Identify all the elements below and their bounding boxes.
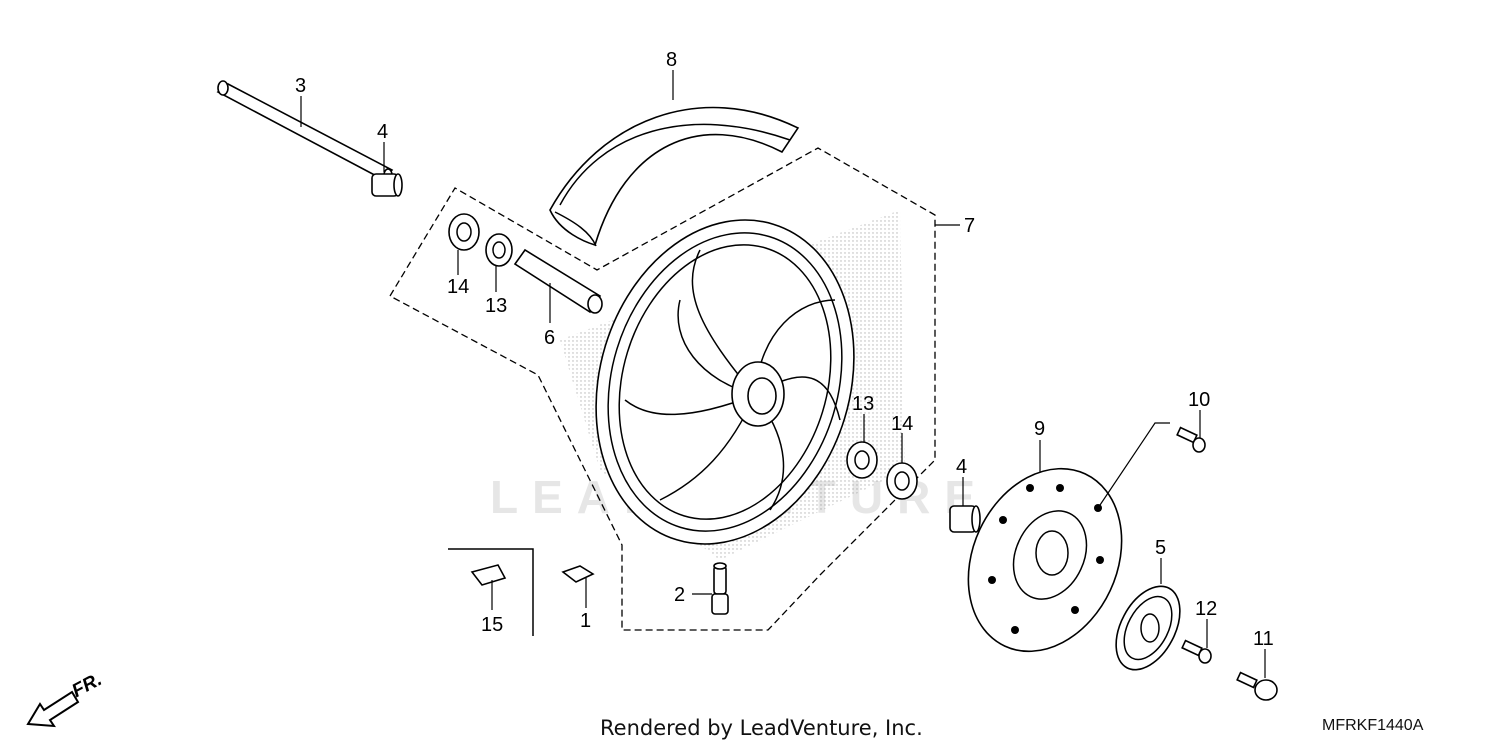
callout-labels: 8 3 4 7 14 13 6 13 14 4 9 10 5 12 11 2 1… bbox=[295, 49, 1274, 650]
callout-11: 11 bbox=[1253, 628, 1274, 650]
assembly-outline bbox=[389, 147, 936, 631]
direction-arrow-icon bbox=[26, 690, 80, 728]
footer-credit: Rendered by LeadVenture, Inc. bbox=[600, 716, 923, 740]
clip-part-15 bbox=[470, 564, 507, 586]
bearing-14-upper bbox=[448, 213, 480, 251]
callout-4-upper: 4 bbox=[377, 121, 388, 143]
brake-disc-part bbox=[967, 467, 1123, 653]
callout-10: 10 bbox=[1188, 389, 1210, 411]
clip-part-1 bbox=[561, 565, 595, 583]
callout-14-lower: 14 bbox=[891, 413, 913, 435]
bearing-13-upper bbox=[485, 233, 513, 267]
diagram-code: MFRKF1440A bbox=[1322, 717, 1424, 734]
leader-lines bbox=[300, 70, 1266, 678]
bracket-line bbox=[448, 548, 534, 636]
axle-part bbox=[216, 80, 394, 182]
callout-3: 3 bbox=[295, 75, 306, 97]
callout-1: 1 bbox=[580, 610, 591, 632]
spacer-part bbox=[513, 248, 603, 314]
callout-14-upper: 14 bbox=[447, 276, 469, 298]
callout-7: 7 bbox=[964, 215, 975, 237]
callout-5: 5 bbox=[1155, 537, 1166, 559]
callout-15: 15 bbox=[481, 614, 503, 636]
collar-part-lower bbox=[949, 505, 981, 533]
callout-13-lower: 13 bbox=[852, 393, 874, 415]
callout-12: 12 bbox=[1195, 598, 1217, 620]
callout-6: 6 bbox=[544, 327, 555, 349]
callout-4-lower: 4 bbox=[956, 456, 967, 478]
callout-9: 9 bbox=[1034, 418, 1045, 440]
bearing-14-lower bbox=[886, 462, 918, 500]
bolt-10-part bbox=[1176, 426, 1206, 453]
wheel-part bbox=[595, 219, 855, 545]
callout-2: 2 bbox=[674, 584, 685, 606]
bolt-12-part bbox=[1181, 639, 1212, 664]
bolt-11-part bbox=[1236, 671, 1278, 701]
tire-part bbox=[549, 106, 800, 247]
callout-13-upper: 13 bbox=[485, 295, 507, 317]
collar-part-upper bbox=[371, 173, 403, 197]
bearing-13-lower bbox=[846, 441, 878, 479]
valve-part bbox=[711, 562, 729, 615]
pulser-ring-part bbox=[1115, 585, 1181, 671]
callout-8: 8 bbox=[666, 49, 677, 71]
